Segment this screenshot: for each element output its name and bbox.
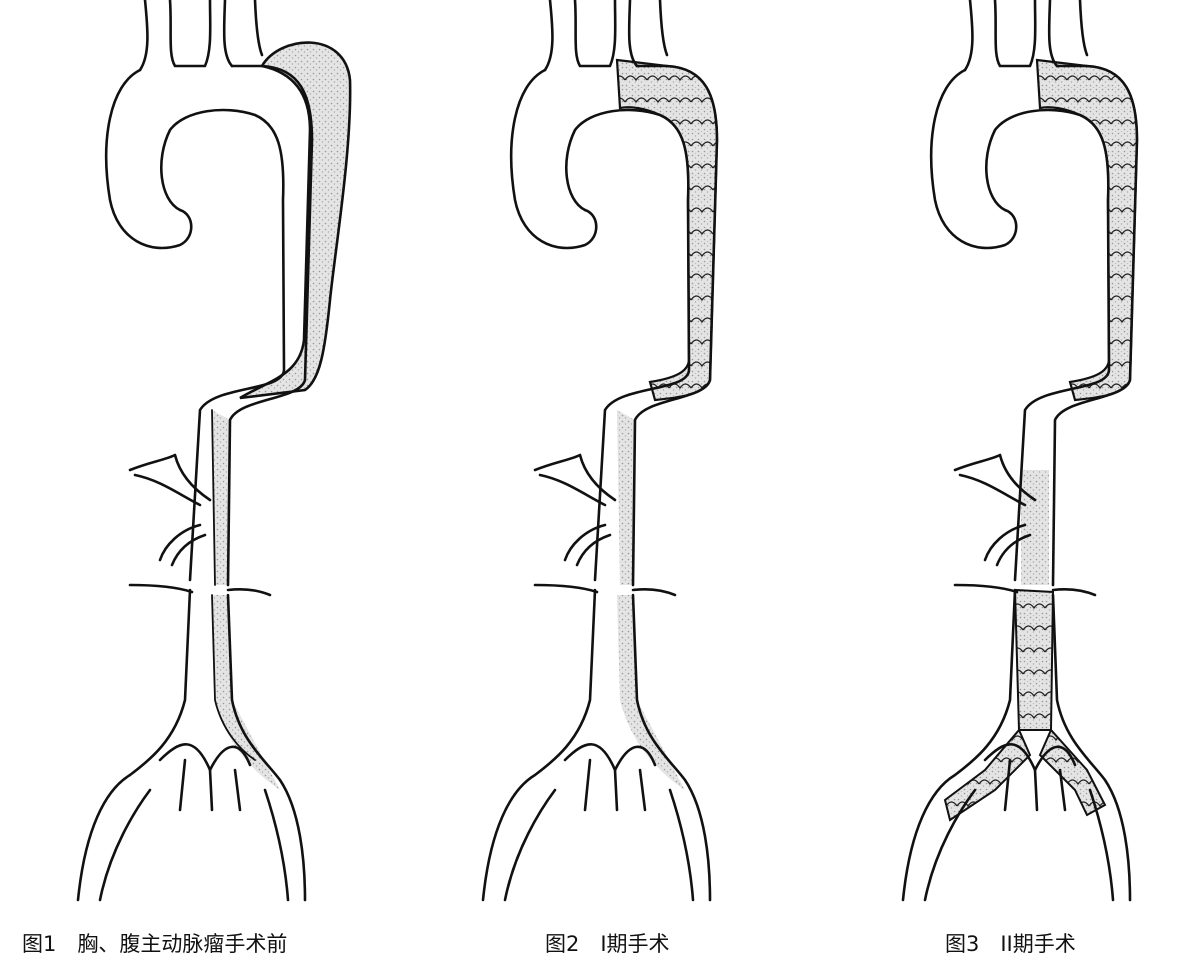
false-lumen (212, 410, 280, 790)
figure-1-drawing (76, 0, 352, 902)
figure-1-caption: 图1 胸、腹主动脉瘤手术前 (22, 932, 288, 956)
figure-2-drawing (481, 0, 719, 902)
figure-3-caption: 图3 II期手术 (945, 932, 1076, 956)
residual-false-lumen (617, 410, 685, 790)
figure-3-drawing (901, 0, 1139, 902)
dissection-flap (211, 409, 256, 761)
abdominal-graft (1013, 588, 1055, 731)
aorta-outline (76, 0, 314, 902)
figure-2-caption: 图2 I期手术 (545, 932, 670, 956)
iliac-graft-left (943, 728, 1032, 822)
thoracic-aneurysm (239, 41, 352, 400)
visceral-segment (1021, 470, 1049, 585)
iliac-graft-right (1038, 728, 1107, 817)
